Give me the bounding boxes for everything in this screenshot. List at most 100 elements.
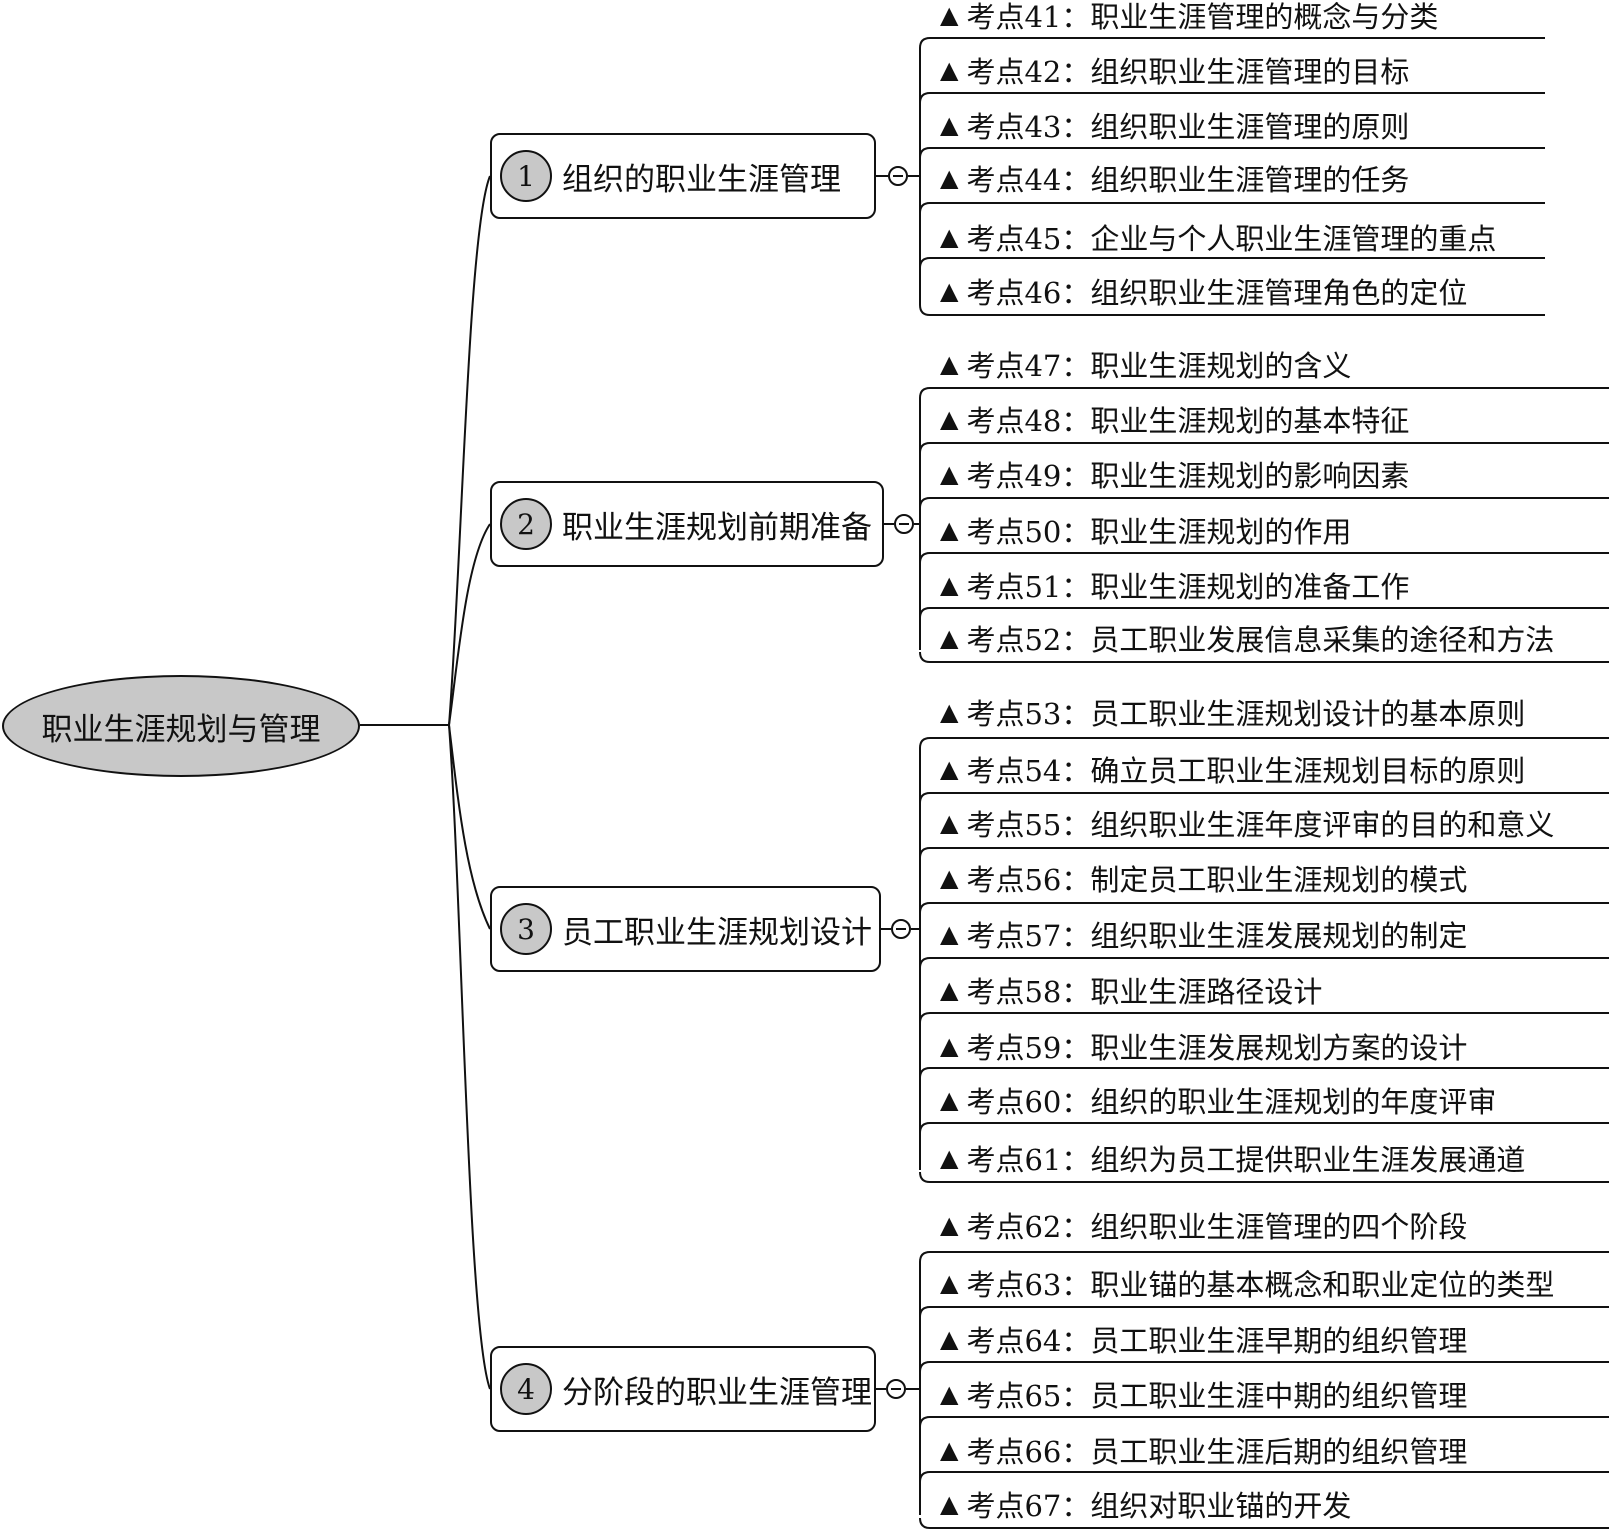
branch-label: 员工职业生涯规划设计 [562, 914, 872, 951]
leaf-id: 考点62 [966, 1210, 1062, 1244]
leaf-item[interactable]: ▲考点46：组织职业生涯管理角色的定位 [940, 268, 1467, 314]
leaf-id: 考点51 [966, 570, 1062, 604]
leaf-item[interactable]: ▲考点47：职业生涯规划的含义 [940, 341, 1351, 387]
triangle-bullet-icon: ▲ [940, 1490, 959, 1518]
triangle-bullet-icon: ▲ [940, 1436, 959, 1464]
leaf-item[interactable]: ▲考点62：组织职业生涯管理的四个阶段 [940, 1202, 1467, 1248]
triangle-bullet-icon: ▲ [940, 164, 959, 192]
leaf-item[interactable]: ▲考点60：组织的职业生涯规划的年度评审 [940, 1077, 1496, 1123]
triangle-bullet-icon: ▲ [940, 755, 959, 783]
leaf-item[interactable]: ▲考点53：员工职业生涯规划设计的基本原则 [940, 689, 1525, 735]
triangle-bullet-icon: ▲ [940, 516, 959, 544]
leaf-text: 组织职业生涯管理角色的定位 [1090, 276, 1468, 310]
triangle-bullet-icon: ▲ [940, 1086, 959, 1114]
leaf-id: 考点42 [966, 55, 1062, 89]
leaf-text: 职业生涯规划的作用 [1090, 515, 1352, 549]
triangle-bullet-icon: ▲ [940, 1380, 959, 1408]
leaf-item[interactable]: ▲考点44：组织职业生涯管理的任务 [940, 155, 1409, 201]
leaf-id: 考点65 [966, 1379, 1062, 1413]
leaf-text: 确立员工职业生涯规划目标的原则 [1090, 754, 1526, 788]
leaf-id: 考点64 [966, 1324, 1062, 1358]
branch-node-3[interactable]: 3 员工职业生涯规划设计 [490, 886, 881, 972]
leaf-text: 职业生涯规划的准备工作 [1090, 570, 1410, 604]
collapse-toggle-icon[interactable] [891, 919, 911, 939]
triangle-bullet-icon: ▲ [940, 405, 959, 433]
branch-node-4[interactable]: 4 分阶段的职业生涯管理 [490, 1346, 876, 1432]
leaf-item[interactable]: ▲考点54：确立员工职业生涯规划目标的原则 [940, 746, 1525, 792]
root-node[interactable]: 职业生涯规划与管理 [2, 675, 360, 777]
leaf-text: 组织职业生涯管理的四个阶段 [1090, 1210, 1468, 1244]
branch-number-badge: 4 [500, 1363, 552, 1415]
branch-number-badge: 2 [500, 498, 552, 550]
collapse-toggle-icon[interactable] [894, 514, 914, 534]
triangle-bullet-icon: ▲ [940, 1325, 959, 1353]
leaf-text: 员工职业发展信息采集的途径和方法 [1090, 623, 1555, 657]
branch-node-2[interactable]: 2 职业生涯规划前期准备 [490, 481, 884, 567]
leaf-item[interactable]: ▲考点66：员工职业生涯后期的组织管理 [940, 1427, 1467, 1473]
leaf-item[interactable]: ▲考点45：企业与个人职业生涯管理的重点 [940, 214, 1496, 260]
triangle-bullet-icon: ▲ [940, 920, 959, 948]
leaf-item[interactable]: ▲考点57：组织职业生涯发展规划的制定 [940, 911, 1467, 957]
leaf-item[interactable]: ▲考点52：员工职业发展信息采集的途径和方法 [940, 615, 1554, 661]
triangle-bullet-icon: ▲ [940, 1, 959, 29]
leaf-text: 员工职业生涯早期的组织管理 [1090, 1324, 1468, 1358]
leaf-id: 考点67 [966, 1489, 1062, 1523]
leaf-id: 考点63 [966, 1268, 1062, 1302]
branch-label: 分阶段的职业生涯管理 [562, 1374, 872, 1411]
leaf-text: 组织职业生涯管理的原则 [1090, 110, 1410, 144]
leaf-item[interactable]: ▲考点63：职业锚的基本概念和职业定位的类型 [940, 1260, 1554, 1306]
leaf-id: 考点56 [966, 863, 1062, 897]
leaf-text: 组织职业生涯管理的目标 [1090, 55, 1410, 89]
branch-label: 职业生涯规划前期准备 [562, 509, 872, 546]
leaf-text: 职业生涯发展规划方案的设计 [1090, 1031, 1468, 1065]
leaf-id: 考点52 [966, 623, 1062, 657]
branch-node-1[interactable]: 1 组织的职业生涯管理 [490, 133, 876, 219]
leaf-text: 职业生涯管理的概念与分类 [1090, 0, 1439, 34]
branch-number-badge: 3 [500, 903, 552, 955]
leaf-item[interactable]: ▲考点55：组织职业生涯年度评审的目的和意义 [940, 800, 1554, 846]
leaf-item[interactable]: ▲考点51：职业生涯规划的准备工作 [940, 562, 1409, 608]
leaf-item[interactable]: ▲考点59：职业生涯发展规划方案的设计 [940, 1023, 1467, 1069]
leaf-id: 考点47 [966, 349, 1062, 383]
leaf-id: 考点59 [966, 1031, 1062, 1065]
triangle-bullet-icon: ▲ [940, 698, 959, 726]
leaf-item[interactable]: ▲考点58：职业生涯路径设计 [940, 967, 1322, 1013]
leaf-text: 制定员工职业生涯规划的模式 [1090, 863, 1468, 897]
leaf-text: 职业生涯规划的基本特征 [1090, 404, 1410, 438]
triangle-bullet-icon: ▲ [940, 976, 959, 1004]
leaf-id: 考点55 [966, 808, 1062, 842]
leaf-id: 考点58 [966, 975, 1062, 1009]
leaf-item[interactable]: ▲考点50：职业生涯规划的作用 [940, 507, 1351, 553]
leaf-item[interactable]: ▲考点56：制定员工职业生涯规划的模式 [940, 855, 1467, 901]
triangle-bullet-icon: ▲ [940, 1144, 959, 1172]
branch-number-badge: 1 [500, 150, 552, 202]
leaf-id: 考点49 [966, 459, 1062, 493]
leaf-text: 员工职业生涯后期的组织管理 [1090, 1435, 1468, 1469]
leaf-item[interactable]: ▲考点49：职业生涯规划的影响因素 [940, 451, 1409, 497]
leaf-item[interactable]: ▲考点48：职业生涯规划的基本特征 [940, 396, 1409, 442]
leaf-item[interactable]: ▲考点43：组织职业生涯管理的原则 [940, 102, 1409, 148]
collapse-toggle-icon[interactable] [886, 1379, 906, 1399]
leaf-item[interactable]: ▲考点61：组织为员工提供职业生涯发展通道 [940, 1135, 1525, 1181]
triangle-bullet-icon: ▲ [940, 1269, 959, 1297]
leaf-text: 组织职业生涯管理的任务 [1090, 163, 1410, 197]
leaf-item[interactable]: ▲考点42：组织职业生涯管理的目标 [940, 47, 1409, 93]
leaf-item[interactable]: ▲考点67：组织对职业锚的开发 [940, 1481, 1351, 1527]
triangle-bullet-icon: ▲ [940, 223, 959, 251]
leaf-text: 组织职业生涯发展规划的制定 [1090, 919, 1468, 953]
leaf-item[interactable]: ▲考点65：员工职业生涯中期的组织管理 [940, 1371, 1467, 1417]
leaf-text: 职业生涯路径设计 [1090, 975, 1323, 1009]
leaf-item[interactable]: ▲考点64：员工职业生涯早期的组织管理 [940, 1316, 1467, 1362]
triangle-bullet-icon: ▲ [940, 277, 959, 305]
leaf-id: 考点48 [966, 404, 1062, 438]
leaf-item[interactable]: ▲考点41：职业生涯管理的概念与分类 [940, 0, 1438, 38]
leaf-id: 考点61 [966, 1143, 1062, 1177]
leaf-id: 考点53 [966, 697, 1062, 731]
triangle-bullet-icon: ▲ [940, 624, 959, 652]
branch-label: 组织的职业生涯管理 [562, 161, 841, 198]
leaf-id: 考点45 [966, 222, 1062, 256]
leaf-text: 员工职业生涯中期的组织管理 [1090, 1379, 1468, 1413]
triangle-bullet-icon: ▲ [940, 1032, 959, 1060]
collapse-toggle-icon[interactable] [888, 166, 908, 186]
leaf-id: 考点44 [966, 163, 1062, 197]
